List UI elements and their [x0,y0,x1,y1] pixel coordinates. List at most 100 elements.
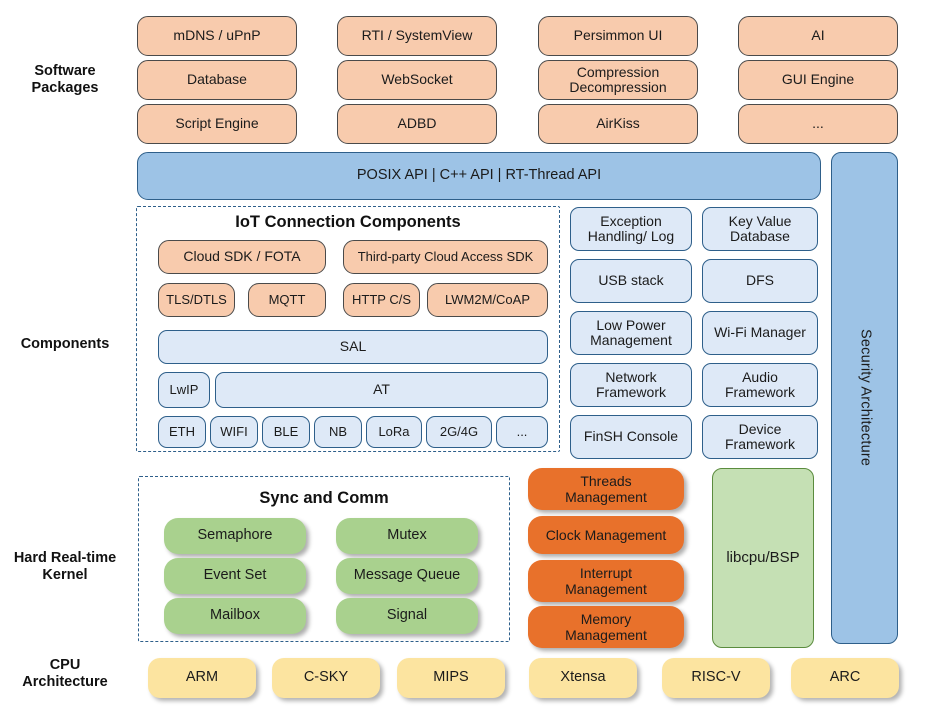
iot-lwip-box[interactable]: LwIP [158,372,210,408]
package-box[interactable]: Persimmon UI [538,16,698,56]
iot-link-label: BLE [273,424,299,440]
row-label-cpu: CPU Architecture [0,657,130,691]
kernel-sync-box[interactable]: Signal [336,598,478,634]
row-label-software-packages: Software Packages [0,63,130,97]
package-box[interactable]: GUI Engine [738,60,898,100]
component-label-line2: Database [730,228,790,244]
libcpu-bsp-box[interactable]: libcpu/BSP [712,468,814,648]
package-label: AirKiss [596,115,640,132]
package-box[interactable]: AirKiss [538,104,698,144]
component-box[interactable]: FinSH Console [570,415,692,459]
iot-protocol-box[interactable]: MQTT [248,283,326,317]
package-box[interactable]: ADBD [337,104,497,144]
component-box[interactable]: Exception Handling/ Log [570,207,692,251]
component-box[interactable]: Key Value Database [702,207,818,251]
package-label: Persimmon UI [573,27,663,44]
kernel-sync-label: Semaphore [197,527,273,544]
component-box[interactable]: USB stack [570,259,692,303]
package-box[interactable]: mDNS / uPnP [137,16,297,56]
component-box[interactable]: Audio Framework [702,363,818,407]
iot-link-label: ETH [169,424,195,440]
component-box[interactable]: Wi-Fi Manager [702,311,818,355]
package-box[interactable]: AI [738,16,898,56]
kernel-sync-box[interactable]: Message Queue [336,558,478,594]
cpu-arch-label: C-SKY [303,669,349,686]
row-label-software-packages-line1: Software [34,63,96,79]
iot-protocol-box[interactable]: TLS/DTLS [158,283,235,317]
kernel-management-box[interactable]: Interrupt Management [528,560,684,602]
component-label-line2: Management [590,332,672,348]
iot-link-box[interactable]: WIFI [210,416,258,448]
iot-protocol-label: LWM2M/CoAP [445,292,530,308]
iot-link-label: ... [516,424,528,440]
row-label-kernel: Hard Real-time Kernel [0,550,130,584]
kernel-sync-box[interactable]: Mutex [336,518,478,554]
iot-cloud-label: Third-party Cloud Access SDK [357,249,534,265]
kernel-sync-label: Signal [386,607,428,624]
api-bar[interactable]: POSIX API | C++ API | RT-Thread API [137,152,821,200]
iot-lwip-label: LwIP [169,382,199,398]
iot-link-label: 2G/4G [439,424,479,440]
package-box[interactable]: WebSocket [337,60,497,100]
kernel-sync-box[interactable]: Mailbox [164,598,306,634]
cpu-arch-box[interactable]: Xtensa [529,658,637,698]
iot-cloud-box[interactable]: Third-party Cloud Access SDK [343,240,548,274]
iot-cloud-box[interactable]: Cloud SDK / FOTA [158,240,326,274]
kernel-sync-label: Mailbox [210,607,260,624]
component-label: Wi-Fi Manager [714,324,806,341]
kernel-sync-label: Mutex [387,527,427,544]
kernel-management-label: Memory [580,611,632,627]
cpu-arch-box[interactable]: ARC [791,658,899,698]
component-label-line2: Framework [724,384,795,400]
iot-connection-frame [136,206,560,452]
kernel-sync-label: Message Queue [353,567,461,584]
package-box[interactable]: Compression Decompression [538,60,698,100]
package-label: ADBD [397,115,437,132]
iot-link-box[interactable]: ... [496,416,548,448]
package-label: Compression [576,63,660,80]
cpu-arch-label: ARC [829,669,861,686]
component-label-line2: Handling/ Log [587,228,675,244]
kernel-sync-box[interactable]: Event Set [164,558,306,594]
iot-link-box[interactable]: 2G/4G [426,416,492,448]
component-box[interactable]: DFS [702,259,818,303]
cpu-arch-box[interactable]: MIPS [397,658,505,698]
cpu-arch-label: Xtensa [560,669,606,686]
package-box[interactable]: Script Engine [137,104,297,144]
component-box[interactable]: Network Framework [570,363,692,407]
component-label-line2: Framework [724,436,795,452]
kernel-sync-box[interactable]: Semaphore [164,518,306,554]
iot-protocol-box[interactable]: HTTP C/S [343,283,420,317]
iot-protocol-box[interactable]: LWM2M/CoAP [427,283,548,317]
package-box[interactable]: ... [738,104,898,144]
iot-at-box[interactable]: AT [215,372,548,408]
package-label: Script Engine [175,115,259,132]
iot-sal-box[interactable]: SAL [158,330,548,364]
kernel-management-box[interactable]: Memory Management [528,606,684,648]
package-label: Database [187,71,247,88]
iot-cloud-label: Cloud SDK / FOTA [183,248,301,265]
kernel-management-box[interactable]: Threads Management [528,468,684,510]
cpu-arch-box[interactable]: ARM [148,658,256,698]
package-label: mDNS / uPnP [173,27,261,44]
component-label: Device [738,420,782,437]
cpu-arch-box[interactable]: C-SKY [272,658,380,698]
package-box[interactable]: Database [137,60,297,100]
iot-link-box[interactable]: ETH [158,416,206,448]
component-box[interactable]: Low Power Management [570,311,692,355]
row-label-cpu-line2: Architecture [22,674,108,690]
package-box[interactable]: RTI / SystemView [337,16,497,56]
iot-connection-title: IoT Connection Components [235,213,461,231]
cpu-arch-box[interactable]: RISC-V [662,658,770,698]
component-box[interactable]: Device Framework [702,415,818,459]
package-label: WebSocket [381,71,453,88]
iot-link-box[interactable]: LoRa [366,416,422,448]
component-label-line2: Framework [595,384,666,400]
iot-link-box[interactable]: BLE [262,416,310,448]
kernel-management-box[interactable]: Clock Management [528,516,684,554]
security-architecture-column[interactable]: Security Architecture [831,152,898,644]
iot-link-box[interactable]: NB [314,416,362,448]
iot-protocol-label: TLS/DTLS [166,292,227,308]
api-bar-label: POSIX API | C++ API | RT-Thread API [356,167,602,184]
